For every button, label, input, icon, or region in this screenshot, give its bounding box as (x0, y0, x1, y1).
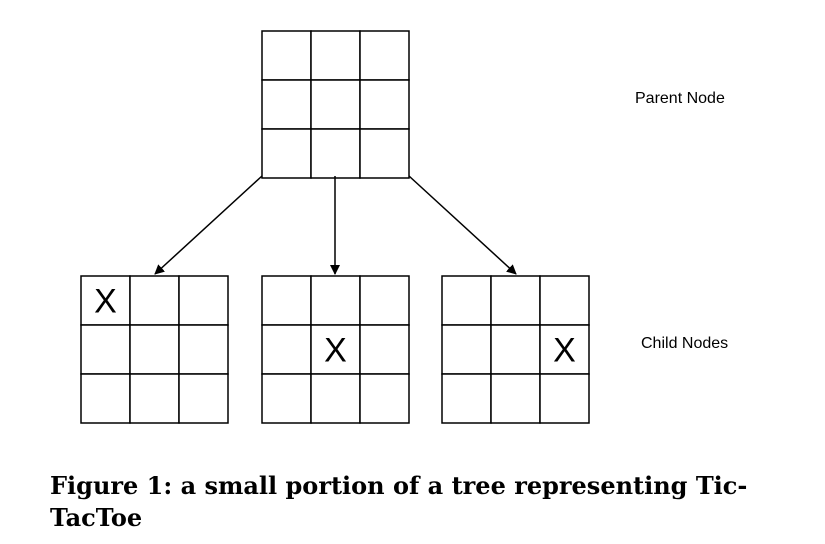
child-nodes-label: Child Nodes (641, 335, 729, 352)
board-cell (490, 324, 541, 375)
board-cell (310, 30, 361, 81)
board-cell (359, 373, 410, 424)
board-cell (441, 373, 492, 424)
board-cell (359, 128, 410, 179)
board-cell (441, 275, 492, 326)
board-cell (80, 373, 131, 424)
x-mark: X (324, 332, 347, 370)
board-cell (310, 373, 361, 424)
board-cell (178, 324, 229, 375)
board-cell (359, 324, 410, 375)
board-cell (359, 79, 410, 130)
child-node-board-2: X (261, 275, 410, 424)
board-cell (178, 373, 229, 424)
board-cell (261, 373, 312, 424)
board-cell (310, 275, 361, 326)
board-cell (539, 373, 590, 424)
board-cell (539, 275, 590, 326)
board-cell (261, 128, 312, 179)
caption-line-2: TacToe (50, 503, 143, 532)
parent-node-board (261, 30, 410, 179)
figure-caption: Figure 1: a small portion of a tree repr… (50, 470, 810, 534)
board-cell (261, 79, 312, 130)
board-cell (310, 128, 361, 179)
board-cell (129, 324, 180, 375)
child-node-board-1: X (80, 275, 229, 424)
board-cell (310, 324, 361, 375)
tree-edges (154, 175, 517, 275)
board-cell (490, 275, 541, 326)
x-mark: X (553, 332, 576, 370)
x-mark: X (94, 283, 117, 321)
edge-arrow-right (408, 175, 517, 275)
board-cell (129, 275, 180, 326)
child-node-board-3: X (441, 275, 590, 424)
board-cell (80, 324, 131, 375)
board-cell (359, 30, 410, 81)
board-cell (129, 373, 180, 424)
board-cell (441, 324, 492, 375)
edge-arrow-left (154, 175, 263, 275)
caption-line-1: Figure 1: a small portion of a tree repr… (50, 471, 748, 500)
board-cell (178, 275, 229, 326)
tree-diagram: X X X (80, 30, 590, 424)
board-cell (490, 373, 541, 424)
board-cell (359, 275, 410, 326)
board-cell (310, 79, 361, 130)
board-cell (261, 30, 312, 81)
board-cell (261, 275, 312, 326)
parent-node-label: Parent Node (635, 90, 725, 107)
board-cell (261, 324, 312, 375)
